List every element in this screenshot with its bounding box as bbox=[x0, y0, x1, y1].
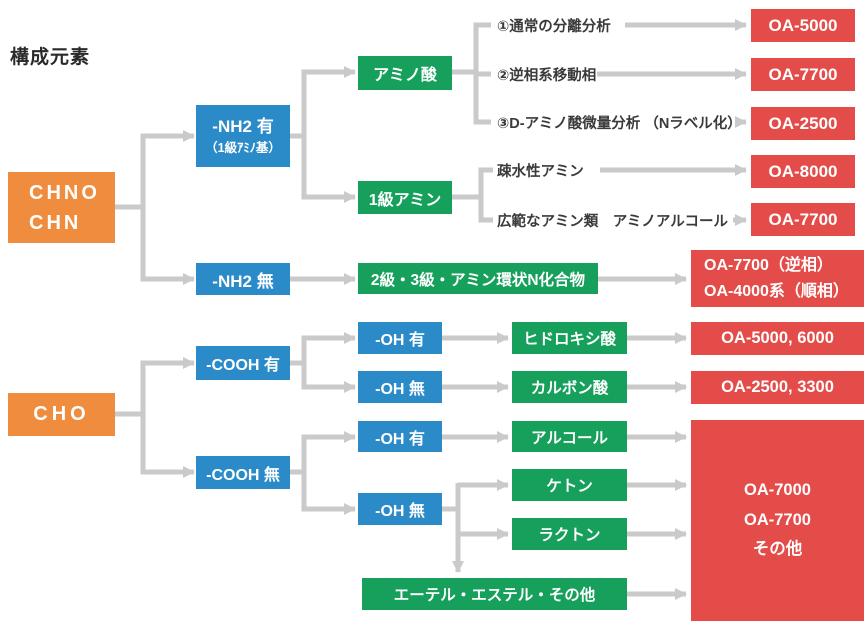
result-oa-2500: OA-2500 bbox=[751, 107, 855, 140]
node-cooh-present: -COOH 有 bbox=[196, 346, 290, 380]
node-oh-present-1: -OH 有 bbox=[358, 322, 442, 354]
result-oa-7700-reversed-label: OA-7700（逆相） bbox=[704, 256, 833, 274]
node-amino-acid: アミノ酸 bbox=[358, 56, 452, 90]
node-oh-absent-1: -OH 無 bbox=[358, 371, 442, 403]
result-oa-5000-label: OA-5000 bbox=[768, 15, 838, 35]
result-oa-8000: OA-8000 bbox=[751, 155, 855, 188]
result-oa-5000: OA-5000 bbox=[751, 9, 855, 42]
result-oa-7700-a: OA-7700 bbox=[751, 58, 855, 91]
oh-absent-2-label: -OH 無 bbox=[375, 503, 425, 520]
branch-label-hydrophobic-amine: 疎水性アミン bbox=[497, 163, 584, 180]
result-oa-7700-b: OA-7700 bbox=[751, 203, 855, 236]
node-nh2-absent: -NH2 無 bbox=[196, 263, 290, 295]
ketone-label: ケトン bbox=[546, 478, 593, 495]
result-oa-7000-label: OA-7000 bbox=[744, 480, 811, 499]
node-cho: CHO bbox=[8, 393, 115, 436]
result-other-label: その他 bbox=[752, 540, 803, 559]
node-carboxylic-acid: カルボン酸 bbox=[512, 371, 627, 403]
chno-line1: CHNO bbox=[29, 181, 100, 204]
result-oa-2500-label: OA-2500 bbox=[768, 113, 838, 133]
page-title: 構成元素 bbox=[10, 47, 91, 68]
node-nh2-present: -NH2 有 （1級ｱﾐﾉ基） bbox=[196, 105, 290, 167]
node-ether-ester-other: エーテル・エステル・その他 bbox=[362, 578, 627, 610]
oh-present-1-label: -OH 有 bbox=[375, 332, 425, 349]
nh2-present-line1: -NH2 有 bbox=[212, 116, 274, 136]
arrow-connectors bbox=[143, 19, 747, 600]
result-oa-8000-label: OA-8000 bbox=[768, 161, 838, 181]
amino-acid-label: アミノ酸 bbox=[373, 67, 437, 84]
nh2-present-line2: （1級ｱﾐﾉ基） bbox=[205, 141, 281, 156]
node-oh-absent-2: -OH 無 bbox=[358, 493, 442, 525]
oh-present-2-label: -OH 有 bbox=[375, 430, 425, 448]
chno-line2: CHN bbox=[29, 211, 82, 234]
result-oa-2500-3300: OA-2500, 3300 bbox=[691, 371, 864, 404]
result-oa-2500-3300-label: OA-2500, 3300 bbox=[721, 378, 834, 396]
alcohol-label: アルコール bbox=[530, 429, 609, 447]
node-cooh-absent: -COOH 無 bbox=[196, 456, 290, 489]
node-chno-chn: CHNO CHN bbox=[8, 172, 115, 243]
cooh-absent-label: -COOH 無 bbox=[206, 466, 280, 484]
result-oa-5000-6000: OA-5000, 6000 bbox=[691, 322, 864, 355]
branch-label-reversed-phase: ②逆相系移動相 bbox=[497, 67, 597, 84]
lactone-label: ラクトン bbox=[538, 527, 601, 544]
plain-connectors bbox=[115, 22, 493, 512]
result-oa-7700-c-label: OA-7700 bbox=[744, 510, 811, 529]
result-oa-7700-a-label: OA-7700 bbox=[768, 64, 838, 84]
branch-label-normal-separation: ①通常の分離分析 bbox=[497, 18, 611, 35]
result-oa-7700-oa-4000: OA-7700（逆相） OA-4000系（順相） bbox=[691, 250, 864, 307]
node-lactone: ラクトン bbox=[512, 518, 627, 550]
result-oa-7700-b-label: OA-7700 bbox=[768, 209, 838, 229]
carboxylic-acid-label: カルボン酸 bbox=[530, 380, 609, 397]
node-secondary-amine: 2級・3級・アミン環状N化合物 bbox=[358, 263, 598, 294]
cooh-present-label: -COOH 有 bbox=[206, 357, 280, 374]
oh-absent-1-label: -OH 無 bbox=[375, 381, 425, 398]
primary-amine-label: 1級アミン bbox=[368, 191, 442, 209]
branch-label-broad-amines: 広範なアミン類 アミノアルコール bbox=[497, 213, 728, 230]
hydroxy-acid-label: ヒドロキシ酸 bbox=[522, 331, 616, 348]
result-oa-5000-6000-label: OA-5000, 6000 bbox=[721, 329, 834, 347]
cho-label: CHO bbox=[33, 403, 90, 425]
result-oa-4000-normal-label: OA-4000系（順相） bbox=[704, 282, 849, 300]
nh2-absent-label: -NH2 無 bbox=[212, 271, 274, 291]
node-ketone: ケトン bbox=[512, 469, 627, 501]
result-oa-7000-7700-other: OA-7000 OA-7700 その他 bbox=[691, 420, 864, 621]
branch-label-d-amino-trace: ③D-アミノ酸微量分析 （Nラベル化） bbox=[497, 115, 742, 132]
node-primary-amine: 1級アミン bbox=[358, 181, 452, 214]
node-alcohol: アルコール bbox=[512, 421, 627, 452]
secondary-amine-label: 2級・3級・アミン環状N化合物 bbox=[370, 271, 586, 289]
node-hydroxy-acid: ヒドロキシ酸 bbox=[512, 322, 627, 354]
node-oh-present-2: -OH 有 bbox=[358, 421, 442, 452]
ether-ester-other-label: エーテル・エステル・その他 bbox=[393, 587, 596, 604]
